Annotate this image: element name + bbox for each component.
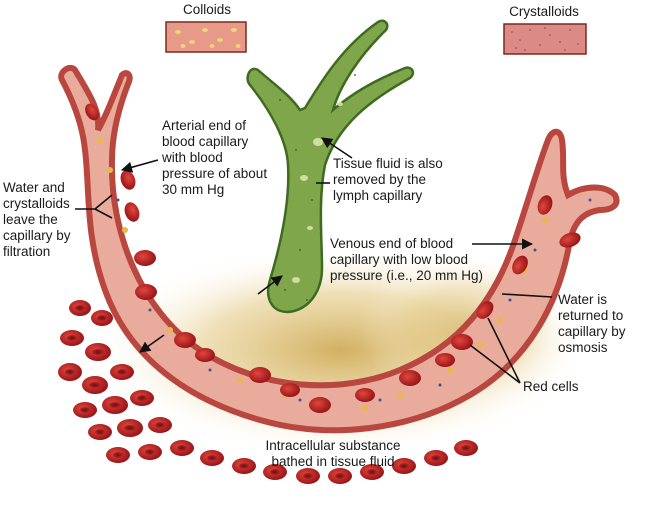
red-cell [110,364,134,380]
red-cell [296,468,320,484]
red-cells-label: Red cells [523,379,579,394]
red-cell [60,330,84,346]
red-cell [88,424,112,440]
red-cell [559,232,581,248]
red-cell [69,300,91,316]
red-cell [280,383,300,397]
filtration-arrow [139,334,165,353]
red-cell [392,458,416,474]
red-cell [512,255,528,275]
red-cell [134,250,156,266]
red-cell [82,376,108,394]
red-cell [130,390,154,406]
water-returned-label: Water is returned to capillary by osmosi… [558,292,626,355]
red-cell [120,170,136,190]
red-cell [355,388,375,402]
red-cell [360,464,384,480]
water-leave-label: Water and crystalloids leave the capilla… [3,180,71,259]
red-cell [451,334,473,350]
red-cell [263,464,287,480]
red-cell [73,402,97,418]
lymph-arrow [321,137,353,159]
red-cell [424,450,448,466]
red-cell [58,363,82,381]
red-cell [399,370,421,386]
red-cell [106,447,130,463]
crystalloids-label: Crystalloids [509,4,579,19]
red-cell [232,458,256,474]
red-cell [124,202,140,222]
red-cell [170,440,194,456]
red-cell [135,284,157,300]
colloids-swatch [165,21,247,53]
red-cell [85,103,99,121]
red-cell [454,440,478,456]
red-cells-tissue [58,300,478,484]
arterial-arrow [120,159,159,173]
red-cell [148,417,172,433]
red-cell [85,343,111,361]
red-cell [328,468,352,484]
red-cell [200,450,224,466]
red-cell [435,353,455,367]
red-cell [91,310,113,326]
filtration-bracket [75,194,113,219]
lymph-capillary [246,19,415,314]
crystalloids-swatch [503,23,587,55]
blood-capillary [58,64,620,434]
tissue-to-lymph-arrow [257,275,283,295]
red-cell [309,397,331,413]
red-cell [174,332,196,348]
red-cell [117,419,143,437]
arterial-end-label: Arterial end of blood capillary with blo… [162,118,268,197]
red-cell [138,444,162,460]
red-cell [249,367,271,383]
red-cell [476,301,494,319]
red-cells-leader [469,317,521,384]
intracellular-label: Intracellular substance bathed in tissue… [265,438,401,469]
tissue-fluid-lymph-label: Tissue fluid is also removed by the lymp… [333,156,443,203]
red-cells-in-capillary [85,103,581,413]
red-cell [195,348,215,362]
annotation-arrows [75,137,553,384]
osmosis-leader [501,293,553,298]
red-cell [537,195,553,215]
venous-end-label: Venous end of blood capillary with low b… [330,236,484,283]
red-cell [102,396,128,414]
colloids-label: Colloids [182,2,232,17]
